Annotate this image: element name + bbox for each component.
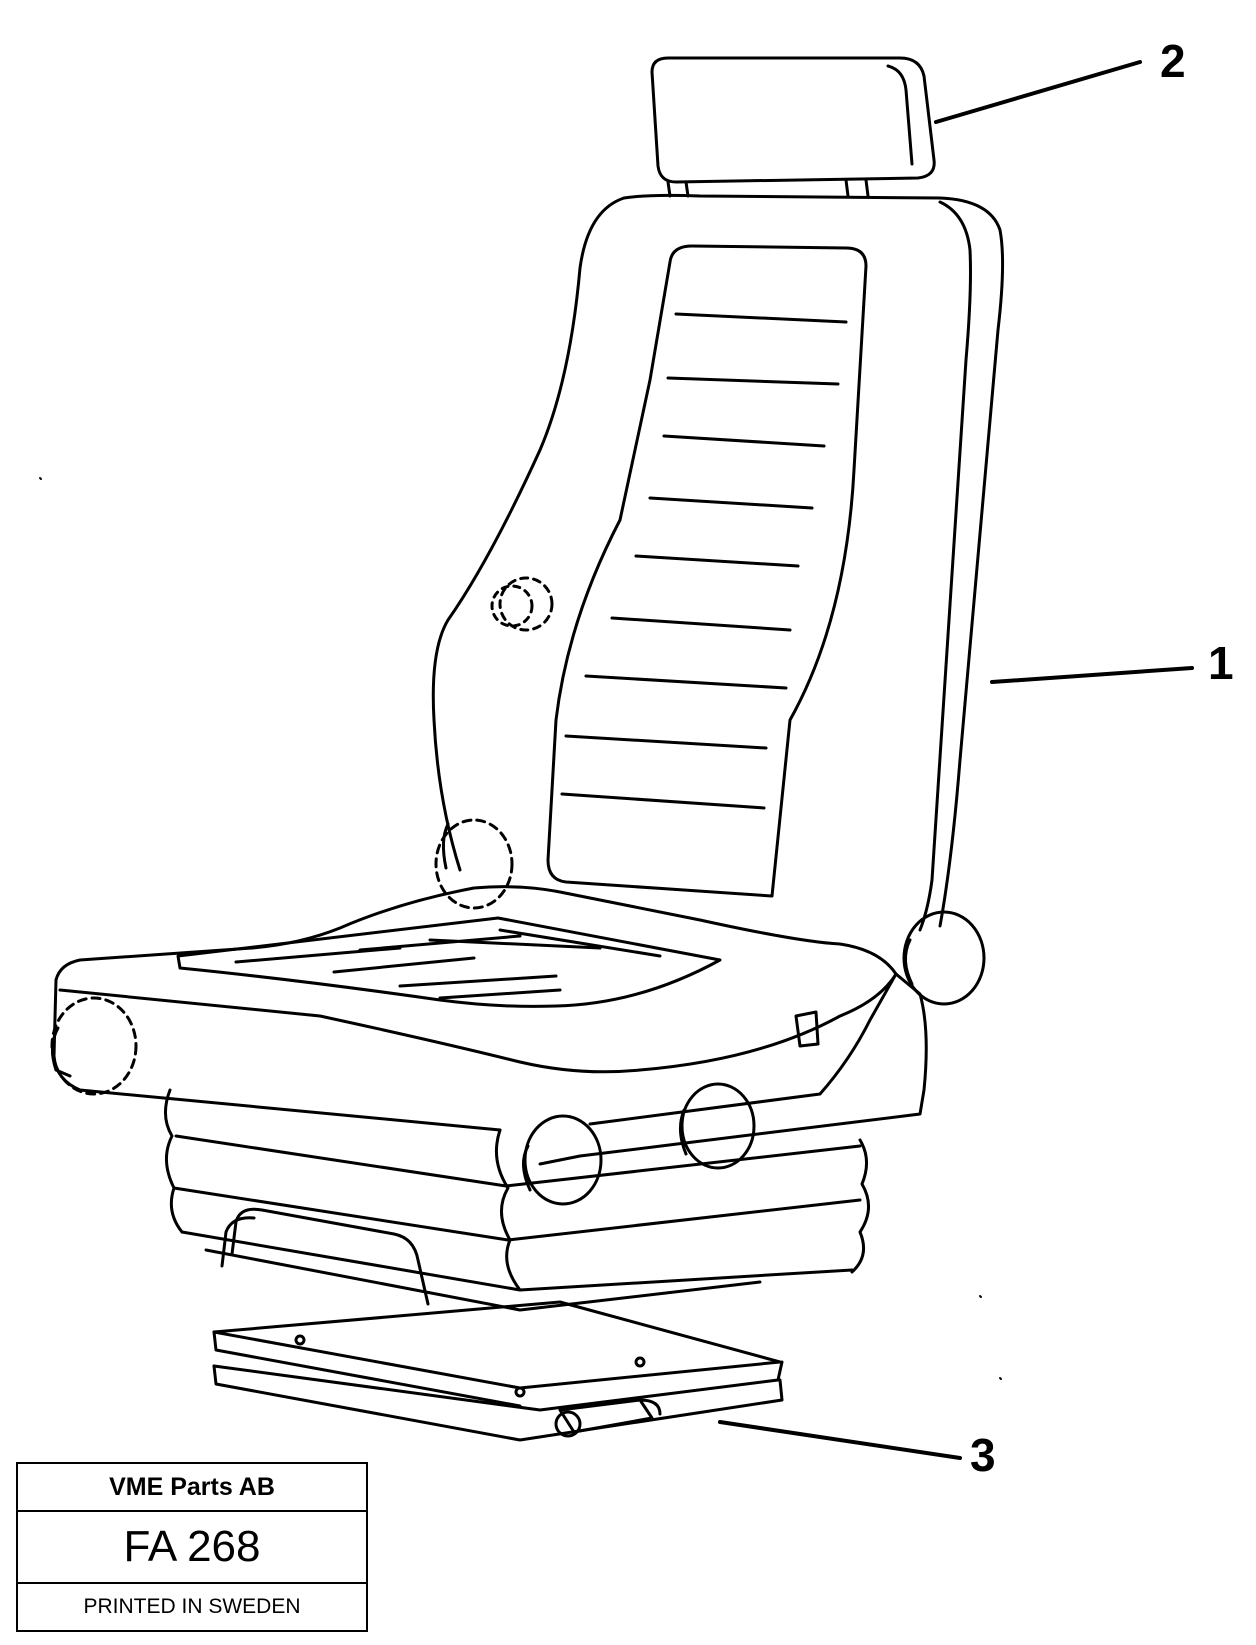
callout-label-1: 1 xyxy=(1208,637,1234,689)
scan-specks xyxy=(39,477,1002,1380)
backrest xyxy=(431,193,1005,932)
printed-note: PRINTED IN SWEDEN xyxy=(83,1595,301,1618)
slide-rails xyxy=(212,1300,784,1442)
drawing-code: FA 268 xyxy=(18,1512,366,1584)
seat-frame xyxy=(522,910,986,1206)
title-block: VME Parts AB FA 268 PRINTED IN SWEDEN xyxy=(16,1462,368,1632)
seat-cushion xyxy=(50,885,898,1132)
suspension-bellows xyxy=(164,1088,870,1312)
headrest xyxy=(650,56,936,198)
callout-label-2: 2 xyxy=(1160,35,1186,87)
callout-label-3: 3 xyxy=(970,1429,996,1481)
leader-lines xyxy=(718,60,1194,1460)
company-name: VME Parts AB xyxy=(18,1464,366,1512)
